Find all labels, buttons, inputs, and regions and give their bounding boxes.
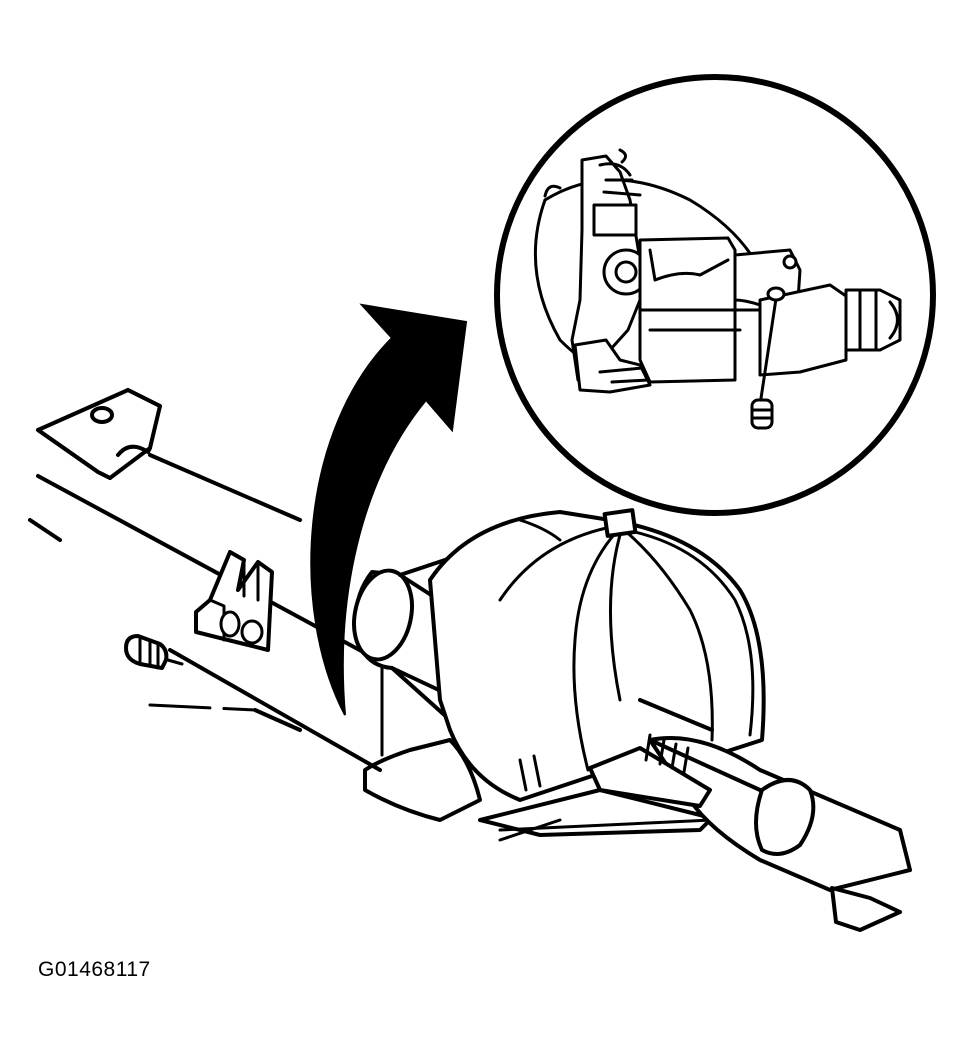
magnifier-circle [494, 74, 936, 516]
vent-plug-icon [124, 634, 184, 670]
axle-tube-right [588, 698, 912, 932]
figure-id-label: G01468117 [38, 958, 151, 981]
spring-perch-left [36, 388, 162, 480]
differential-housing [352, 508, 766, 842]
bracket-icon [194, 550, 274, 652]
arrow-icon [310, 303, 468, 716]
